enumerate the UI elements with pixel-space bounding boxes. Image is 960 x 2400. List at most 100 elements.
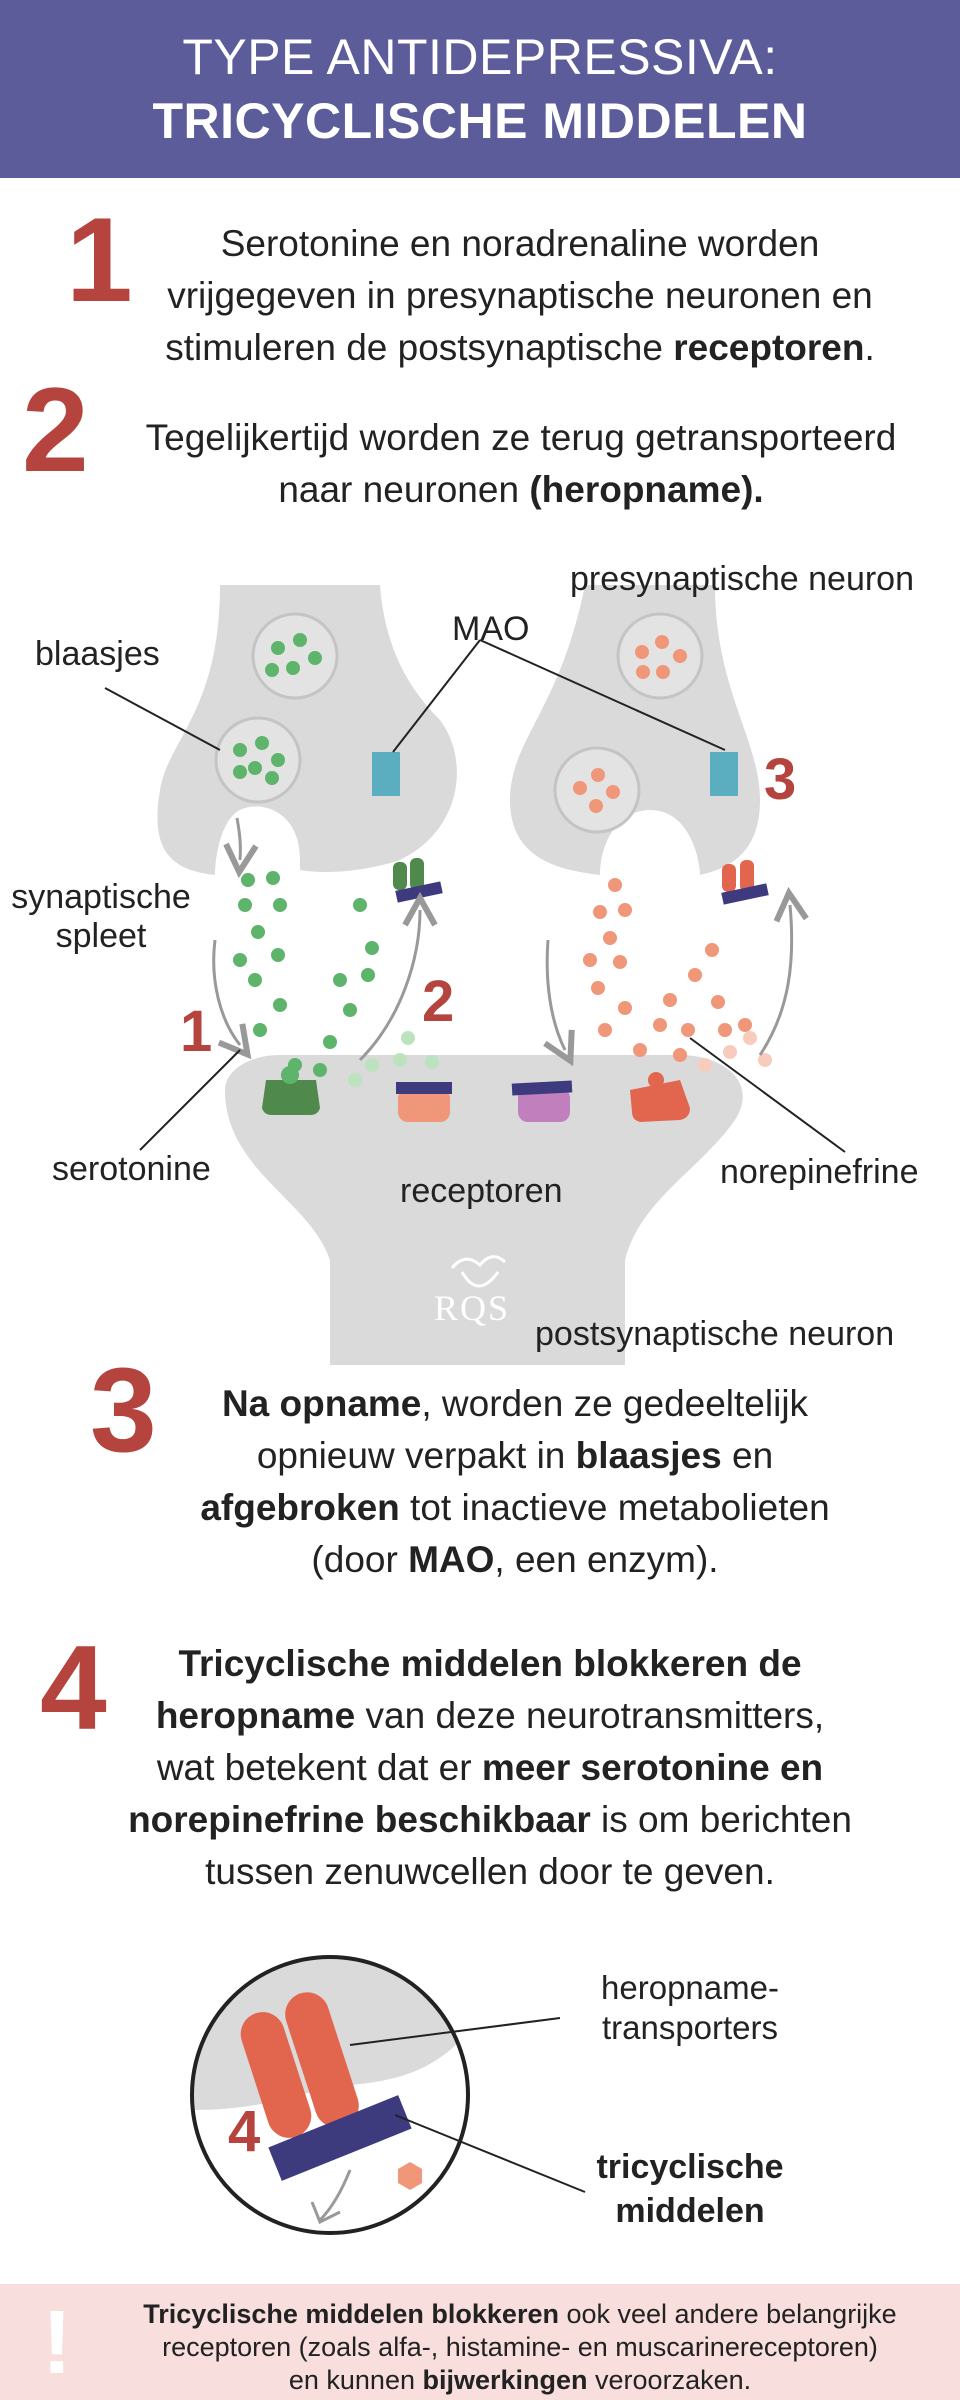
receptor-serotonin bbox=[262, 1080, 320, 1115]
zoom-illustration bbox=[190, 1955, 586, 2235]
step-4-text: Tricyclische middelen blokkeren de herop… bbox=[70, 1638, 910, 1898]
step-1-line3-text: stimuleren de postsynaptische bbox=[165, 327, 674, 368]
step-4-line4-text: is om berichten bbox=[590, 1799, 852, 1840]
mao-enzyme-left bbox=[372, 752, 400, 796]
step-3-line2-bold: blaasjes bbox=[575, 1435, 722, 1476]
warning-line1-bold: Tricyclische middelen blokkeren bbox=[143, 2299, 559, 2329]
step-4-section: 4 Tricyclische middelen blokkeren de her… bbox=[0, 1628, 960, 1928]
zoom-arrowhead bbox=[310, 2201, 341, 2225]
leader-vesicles bbox=[104, 687, 221, 751]
norepinephrine-molecules bbox=[583, 878, 752, 1062]
diagram-step-2-number: 2 bbox=[422, 969, 455, 1034]
warning-line1-text: ook veel andere belangrijke bbox=[558, 2299, 897, 2329]
header-title-line1: TYPE ANTIDEPRESSIVA: bbox=[182, 29, 778, 85]
label-synaptic-cleft-line1: synaptische bbox=[11, 878, 191, 916]
step-3-line1-text: , worden ze gedeeltelijk bbox=[421, 1383, 809, 1424]
step-3-line2-end: en bbox=[721, 1435, 774, 1476]
step-4-line3-bold: meer serotonine en bbox=[481, 1747, 824, 1788]
step-1-line3: stimuleren de postsynaptische receptoren… bbox=[120, 322, 920, 374]
arrow-diffuse-serotonin bbox=[212, 939, 240, 1045]
diagram-step-3-number: 3 bbox=[764, 747, 797, 812]
leader-mao-right bbox=[479, 639, 726, 751]
step-1-line3-bold: receptoren bbox=[673, 327, 865, 368]
step-1-line3-end: . bbox=[864, 327, 875, 368]
label-tricyclic-line2: middelen bbox=[615, 2192, 765, 2230]
step-3-line2-text: opnieuw verpakt in bbox=[256, 1435, 576, 1476]
label-presynaptic-neuron: presynaptische neuron bbox=[570, 560, 915, 598]
warning-line3-end: veroorzaken. bbox=[587, 2365, 752, 2395]
leader-serotonin bbox=[139, 1049, 241, 1151]
label-serotonin: serotonine bbox=[52, 1150, 211, 1188]
step-1-text: Serotonine en noradrenaline worden vrijg… bbox=[120, 218, 920, 374]
step-4-line2: heropname van deze neurotransmitters, bbox=[70, 1690, 910, 1742]
label-tricyclic-line1: tricyclische bbox=[596, 2148, 784, 2186]
norepinephrine-in-vesicles bbox=[573, 635, 687, 813]
zoom-detail: heropname- transporters tricyclische mid… bbox=[0, 1940, 960, 2250]
serotonin-in-vesicles bbox=[233, 633, 322, 785]
step-1-line1: Serotonine en noradrenaline worden bbox=[220, 223, 820, 264]
leader-norepinephrine bbox=[689, 1037, 846, 1153]
warning-footer: ! Tricyclische middelen blokkeren ook ve… bbox=[0, 2284, 960, 2400]
step-3-line4: (door MAO, een enzym). bbox=[100, 1534, 930, 1586]
vesicle-serotonin-top bbox=[251, 612, 339, 700]
step-4-line3-text: wat betekent dat er bbox=[156, 1747, 482, 1788]
step-3-text: Na opname, worden ze gedeeltelijk opnieu… bbox=[100, 1378, 930, 1586]
step-3-section: 3 Na opname, worden ze gedeeltelijk opni… bbox=[0, 1340, 960, 1620]
step-3-line2: opnieuw verpakt in blaasjes en bbox=[100, 1430, 930, 1482]
warning-text: Tricyclische middelen blokkeren ook veel… bbox=[120, 2298, 920, 2397]
label-vesicles: blaasjes bbox=[35, 635, 160, 673]
warning-line3-start: en kunnen bbox=[288, 2365, 423, 2395]
serotonin-molecules bbox=[233, 871, 379, 1077]
step-3-number: 3 bbox=[90, 1343, 157, 1477]
label-synaptic-cleft-line2: spleet bbox=[55, 917, 147, 955]
step-4-number: 4 bbox=[40, 1621, 107, 1755]
step-3-line3-bold: afgebroken bbox=[200, 1487, 400, 1528]
zoom-circle-outline bbox=[190, 1955, 470, 2235]
vesicle-norepinephrine-top bbox=[616, 612, 704, 700]
zoom-tricyclic-blocker bbox=[268, 2095, 412, 2181]
step-4-line1-bold: Tricyclische middelen blokkeren de bbox=[178, 1643, 802, 1684]
warning-line3-bold: bijwerkingen bbox=[422, 2365, 588, 2395]
header-banner: TYPE ANTIDEPRESSIVA: TRICYCLISCHE MIDDEL… bbox=[0, 0, 960, 178]
step-1-line2: vrijgegeven in presynaptische neuronen e… bbox=[167, 275, 873, 316]
step-1-number: 1 bbox=[66, 193, 133, 327]
warning-exclamation-icon: ! bbox=[42, 2293, 72, 2393]
leader-mao-left bbox=[392, 639, 481, 753]
step-2-text: Tegelijkertijd worden ze terug getranspo… bbox=[96, 412, 946, 516]
zoom-step-4-number: 4 bbox=[228, 2099, 261, 2164]
header-title-line2: TRICYCLISCHE MIDDELEN bbox=[152, 93, 808, 149]
step-2-line2-text: naar neuronen bbox=[278, 469, 530, 510]
reuptake-transporter-serotonin bbox=[393, 858, 443, 903]
mao-enzyme-right bbox=[710, 752, 738, 796]
diagram-step-1-number: 1 bbox=[180, 999, 213, 1064]
step-3-line4-start: (door bbox=[311, 1539, 409, 1580]
warning-line3: en kunnen bijwerkingen veroorzaken. bbox=[120, 2364, 920, 2397]
warning-line1: Tricyclische middelen blokkeren ook veel… bbox=[120, 2298, 920, 2331]
zoom-transporter-left bbox=[240, 2012, 312, 2138]
receptor-orange bbox=[396, 1082, 452, 1122]
step-2-line2-bold: (heropname). bbox=[529, 469, 764, 510]
label-norepinephrine: norepinefrine bbox=[720, 1153, 919, 1191]
presynaptic-neuron-left bbox=[157, 585, 457, 875]
rqs-logo-icon bbox=[450, 1255, 507, 1288]
synapse-diagram: presynaptische neuron blaasjes MAO synap… bbox=[0, 560, 960, 1380]
leader-transporters bbox=[349, 2017, 561, 2046]
step-4-line2-bold: heropname bbox=[155, 1695, 356, 1736]
arrow-diffuse-norepinephrine bbox=[547, 939, 565, 1050]
norepinephrine-molecules-faded bbox=[698, 1031, 772, 1072]
label-mao: MAO bbox=[452, 610, 530, 648]
vesicle-serotonin-bottom bbox=[214, 716, 302, 804]
step-3-line4-end: , een enzym). bbox=[494, 1539, 719, 1580]
label-receptors: receptoren bbox=[400, 1172, 563, 1210]
norepinephrine-bound bbox=[648, 1072, 664, 1088]
step-3-line3: afgebroken tot inactieve metabolieten bbox=[100, 1482, 930, 1534]
step-4-line4: norepinefrine beschikbaar is om berichte… bbox=[70, 1794, 910, 1846]
serotonin-molecules-faded bbox=[348, 1031, 439, 1087]
arrow-reuptake-norepinephrine bbox=[758, 905, 792, 1056]
step-3-line1-bold: Na opname bbox=[221, 1383, 422, 1424]
label-transporters-line2: transporters bbox=[601, 2009, 779, 2046]
step-4-line4-bold: norepinefrine beschikbaar bbox=[128, 1799, 591, 1840]
step-4-line1: Tricyclische middelen blokkeren de bbox=[70, 1638, 910, 1690]
postsynaptic-neuron bbox=[225, 1055, 743, 1365]
